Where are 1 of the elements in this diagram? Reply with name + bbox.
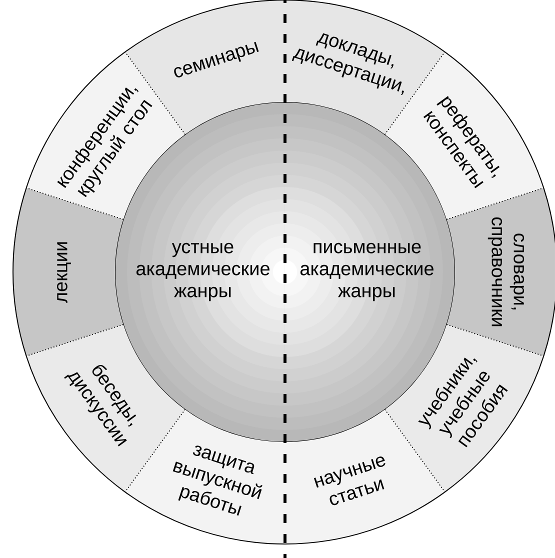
ring-segment: словари, справочники <box>446 187 555 357</box>
